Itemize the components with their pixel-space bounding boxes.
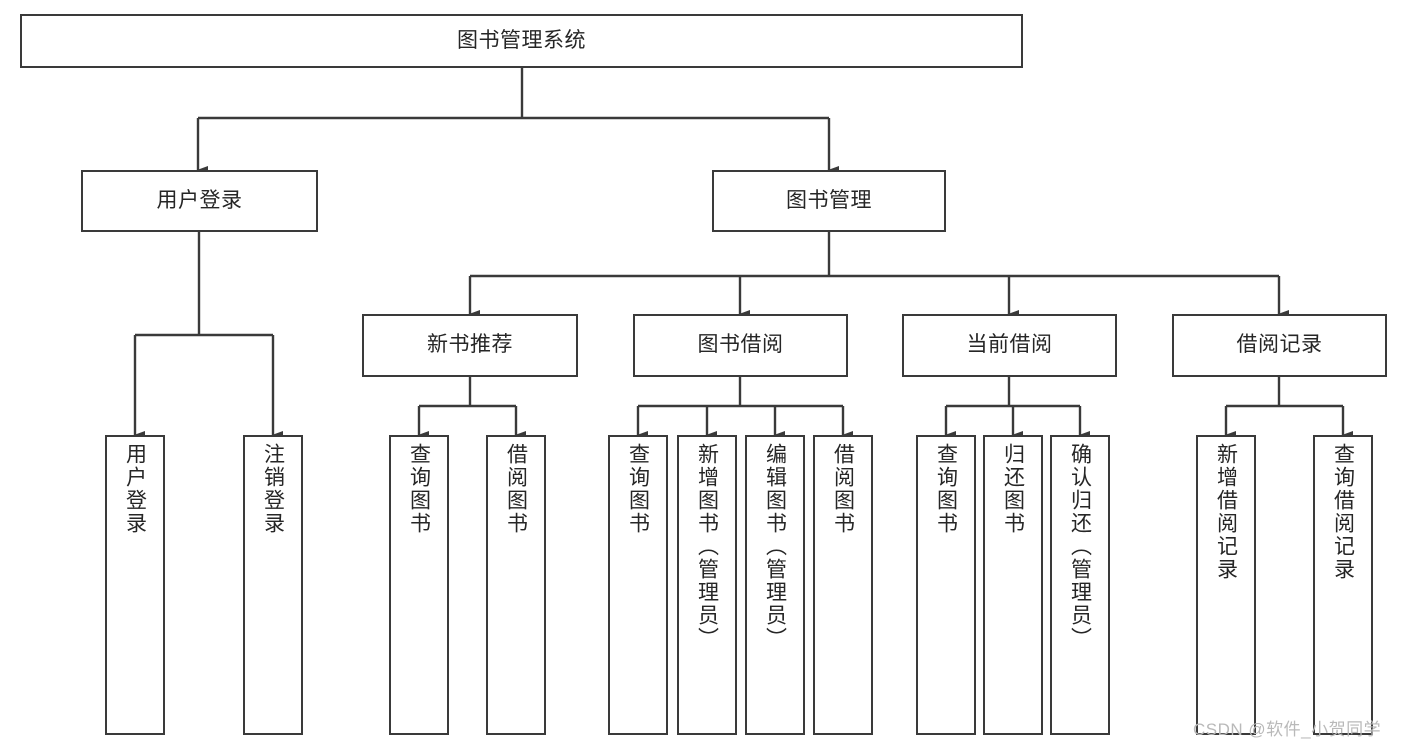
leaf-node-3: 借阅图书: [486, 435, 546, 735]
node-label: 借阅记录: [1236, 333, 1323, 357]
node-label: 新书推荐: [427, 333, 513, 357]
node-label: 用户登录: [123, 443, 147, 535]
node-label: 归还图书: [1001, 443, 1025, 535]
leaf-node-10: 确认归还（管理员）: [1050, 435, 1110, 735]
leaf-node-11: 新增借阅记录: [1196, 435, 1256, 735]
leaf-node-0: 用户登录: [105, 435, 165, 735]
leaf-node-6: 编辑图书（管理员）: [745, 435, 805, 735]
level3-node-2: 当前借阅: [902, 314, 1117, 377]
level3-node-1: 图书借阅: [633, 314, 848, 377]
node-label: 图书借阅: [697, 333, 784, 357]
node-label: 编辑图书（管理员）: [763, 443, 787, 650]
node-label: 图书管理系统: [457, 28, 586, 52]
leaf-node-4: 查询图书: [608, 435, 668, 735]
leaf-node-8: 查询图书: [916, 435, 976, 735]
node-label: 新增图书（管理员）: [695, 443, 719, 650]
leaf-node-12: 查询借阅记录: [1313, 435, 1373, 735]
level3-node-0: 新书推荐: [362, 314, 578, 377]
node-label: 查询图书: [626, 443, 650, 535]
level2-node-1: 图书管理: [712, 170, 946, 232]
node-label: 图书管理: [786, 188, 872, 212]
node-label: 借阅图书: [504, 443, 528, 535]
node-label: 查询图书: [407, 443, 431, 535]
leaf-node-2: 查询图书: [389, 435, 449, 735]
level2-node-0: 用户登录: [81, 170, 318, 232]
root-node: 图书管理系统: [20, 14, 1023, 68]
node-label: 用户登录: [156, 188, 243, 212]
leaf-node-9: 归还图书: [983, 435, 1043, 735]
level3-node-3: 借阅记录: [1172, 314, 1387, 377]
node-label: 注销登录: [261, 443, 285, 535]
node-label: 查询图书: [934, 443, 958, 535]
leaf-node-7: 借阅图书: [813, 435, 873, 735]
node-label: 查询借阅记录: [1331, 443, 1355, 581]
leaf-node-5: 新增图书（管理员）: [677, 435, 737, 735]
node-label: 新增借阅记录: [1214, 443, 1238, 581]
node-label: 当前借阅: [966, 333, 1053, 357]
node-label: 借阅图书: [831, 443, 855, 535]
leaf-node-1: 注销登录: [243, 435, 303, 735]
node-label: 确认归还（管理员）: [1068, 443, 1092, 650]
csdn-watermark: CSDN @软件_小贺同学: [1193, 720, 1382, 739]
